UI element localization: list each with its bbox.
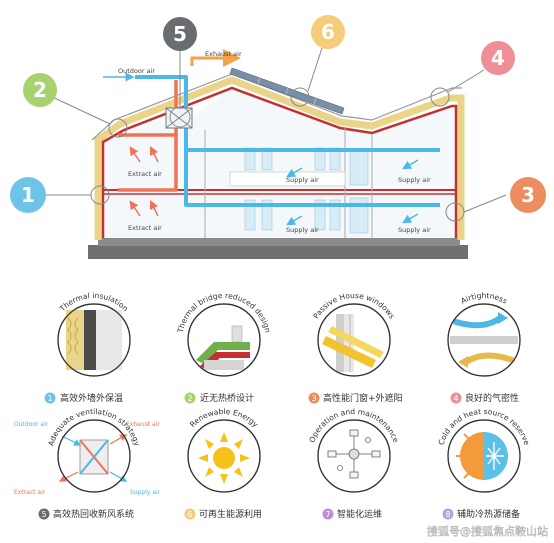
feature-operation-maintenance: Operation and maintenance 7 智能化运维: [307, 407, 400, 520]
wall-insulation-icon: [66, 310, 122, 370]
feature-3-label: 高性能门窗+外遮阳: [323, 392, 403, 404]
airtightness-icon: [450, 312, 518, 368]
extract-air-label: Extract air: [128, 224, 162, 232]
feature-4-number: 4: [453, 394, 458, 403]
feature-6-number: 6: [187, 510, 192, 519]
supply-air-label: Supply air: [398, 226, 431, 234]
feature-ventilation: Adequate ventilation strategy Outdoor ai…: [14, 407, 161, 520]
feature-thermal-insulation: Thermal insulation 1 高效外墙外保温: [44, 291, 131, 404]
insulation-envelope: [94, 76, 465, 240]
feature-passive-windows: Passive House windows 3 高性能门窗+外遮阳: [308, 291, 403, 404]
smart-operation-icon: [327, 429, 381, 479]
airtight-layer: [101, 86, 458, 238]
marker-4: [481, 41, 515, 75]
marker-5: [163, 17, 197, 51]
sun-icon: [198, 432, 250, 484]
vent-extract-air-label: Extract air: [14, 489, 46, 496]
marker-1: [10, 177, 46, 213]
feature-4-label: 良好的气密性: [465, 392, 519, 404]
window-icon: [322, 314, 384, 372]
cold-heat-icon: [456, 432, 508, 480]
supply-air-ducts: [135, 75, 440, 207]
supply-air-label: Supply air: [286, 226, 319, 234]
feature-2-number: 2: [187, 394, 192, 403]
marker-6: [311, 15, 345, 49]
feature-8-label: 辅助冷热源储备: [457, 508, 520, 520]
vent-exhaust-air-label: Exhaust air: [126, 421, 160, 428]
extract-air-ducts: [118, 80, 178, 192]
exhaust-air-duct: [190, 49, 241, 67]
building-section: Outdoor air Exhaust air Extract air Extr…: [46, 47, 507, 259]
foundation: [98, 238, 460, 246]
supply-air-label: Supply air: [398, 176, 431, 184]
feature-airtightness: Airtightness 4 良好的气密性: [447, 291, 521, 404]
feature-thermal-bridge: Thermal bridge reduced design 2 近无热桥设计: [175, 291, 272, 404]
feature-6-label: 可再生能源利用: [199, 508, 262, 520]
feature-8-number: 8: [445, 510, 450, 519]
marker-2: [23, 73, 57, 107]
extract-air-label: Extract air: [128, 170, 162, 178]
marker-3: [510, 177, 546, 213]
feature-2-label: 近无热桥设计: [200, 392, 254, 404]
vent-outdoor-air-label: Outdoor air: [14, 421, 49, 428]
marker-5-number: 5: [173, 22, 187, 46]
feature-3-number: 3: [311, 394, 316, 403]
marker-6-number: 6: [321, 20, 335, 44]
detail-callouts: [46, 47, 507, 222]
watermark-text: 搜狐号@搜狐焦点鞍山站: [427, 524, 548, 538]
thermal-bridge-icon: [196, 325, 250, 370]
feature-1-number: 1: [47, 394, 52, 403]
feature-renewable-energy: Renewable Energy 6 可再生能源利用: [184, 407, 262, 520]
marker-2-number: 2: [33, 78, 47, 102]
feature-7-number: 7: [325, 510, 330, 519]
feature-cold-heat-reserve: Cold and heat source reserve 8 辅助冷热源储备: [437, 407, 532, 520]
supply-air-label: Supply air: [286, 176, 319, 184]
vent-supply-air-label: Supply air: [130, 489, 161, 496]
air-flow-arrows: [103, 72, 419, 226]
feature-5-number: 5: [41, 510, 46, 519]
solar-panels: [229, 67, 345, 115]
feature-5-label: 高效热回收新风系统: [53, 508, 134, 520]
marker-4-number: 4: [491, 46, 505, 70]
marker-3-number: 3: [521, 183, 535, 207]
ground-slab: [88, 245, 468, 259]
number-markers: 1 2 3 4 5 6: [10, 15, 546, 213]
marker-1-number: 1: [21, 183, 35, 207]
feature-grid: Thermal insulation 1 高效外墙外保温 Thermal bri…: [14, 291, 532, 520]
exhaust-air-label: Exhaust air: [205, 50, 242, 58]
outdoor-air-label: Outdoor air: [118, 67, 155, 75]
feature-7-label: 智能化运维: [337, 508, 382, 520]
feature-1-label: 高效外墙外保温: [60, 392, 123, 404]
